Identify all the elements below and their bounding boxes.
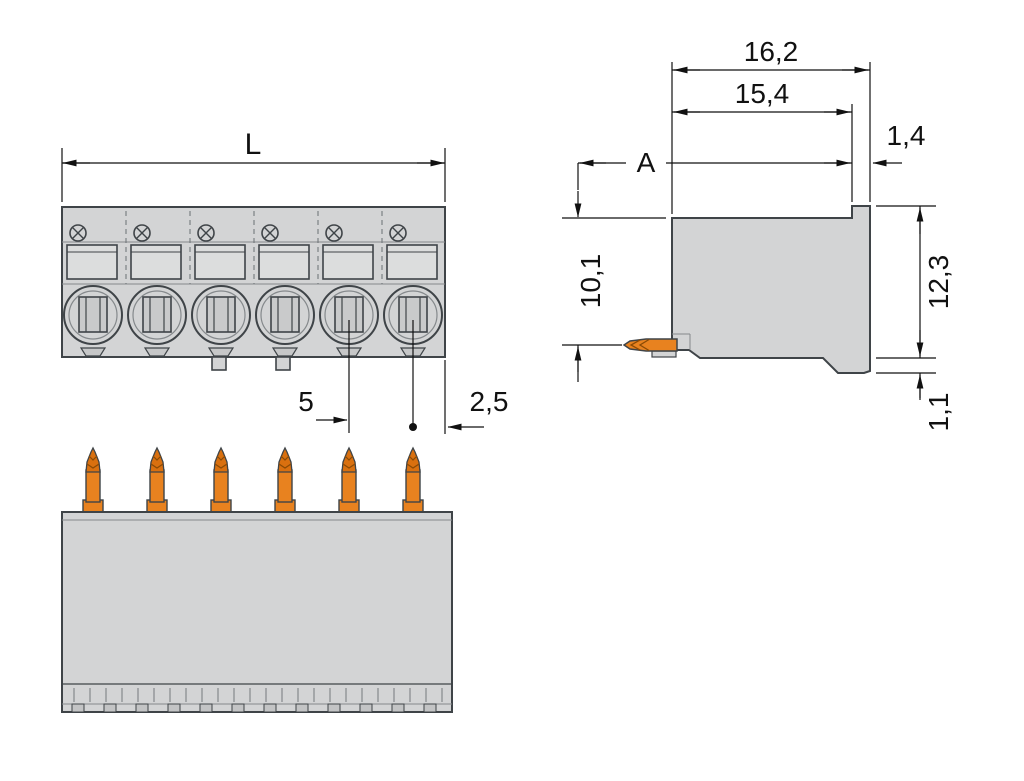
dimension-foot [876, 372, 936, 400]
dimension-label-foot: 1,1 [923, 393, 954, 432]
dimension-label-height: 12,3 [923, 255, 954, 310]
dimension-pitch [316, 320, 414, 433]
dimension-label-edge-offset: 2,5 [470, 386, 509, 417]
solder-pin [402, 447, 424, 513]
mounting-tab [211, 356, 227, 371]
dimension-length [61, 148, 446, 202]
solder-pin [210, 447, 232, 513]
solder-pin [338, 447, 360, 513]
dimension-label-tab: 1,4 [887, 120, 926, 151]
solder-pin [82, 447, 104, 513]
dimension-label-a: A [637, 147, 656, 178]
front-view: L 5 2,5 [61, 128, 509, 434]
bottom-housing [61, 511, 453, 713]
bottom-view [61, 447, 453, 713]
dimension-label-pitch: 5 [298, 386, 314, 417]
side-view: 16,2 15,4 A 1,4 10,1 [562, 36, 954, 431]
pin-support [651, 350, 677, 358]
side-housing [671, 205, 871, 374]
solder-pin [274, 447, 296, 513]
datum-point [409, 423, 417, 431]
mounting-tab [275, 356, 291, 371]
dimension-height [876, 205, 936, 359]
solder-pin [146, 447, 168, 513]
dimension-edge-offset [444, 360, 484, 434]
pole-separator-lines [125, 211, 383, 284]
dimension-label-pin-drop: 10,1 [575, 254, 606, 309]
dimension-pin-drop [562, 163, 666, 382]
dimension-label-length: L [245, 128, 262, 161]
extension-lines [671, 62, 871, 214]
dimension-label-total-depth: 16,2 [744, 36, 799, 67]
dimension-label-housing-depth: 15,4 [735, 78, 790, 109]
